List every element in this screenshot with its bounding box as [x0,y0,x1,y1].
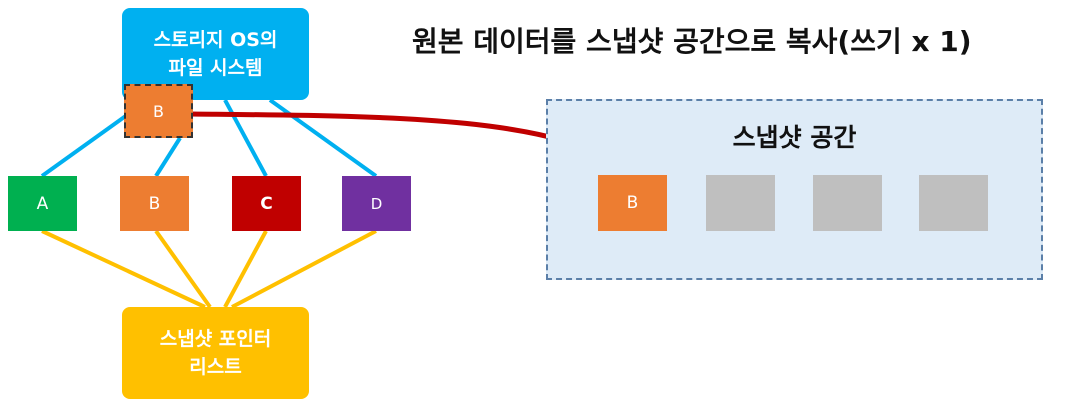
fs-link-c [223,99,268,177]
filesystem-label-line2: 파일 시스템 [168,57,263,79]
ptr-link-d [231,229,377,309]
ptr-link-c [223,230,268,308]
snapshot-slot-4 [919,175,988,231]
pointer-list-label-line1: 스냅샷 포인터 [159,328,272,350]
ptr-link-b [154,229,212,309]
snapshot-slot-2 [706,175,775,231]
snapshot-slot-1: B [598,175,667,231]
filesystem-label-line1: 스토리지 OS의 [153,29,278,51]
source-block-b: B [124,84,193,138]
block-b: B [120,176,189,231]
fs-link-d [268,98,378,178]
fs-link-b [154,136,182,178]
snapshot-slot-3 [813,175,882,231]
snapshot-space-title: 스냅샷 공간 [732,123,857,152]
pointer-list-label-line2: 리스트 [189,356,242,378]
page-heading: 원본 데이터를 스냅샷 공간으로 복사(쓰기 x 1) [412,25,972,58]
pointer-list-node: 스냅샷 포인터 리스트 [122,307,309,399]
block-a: A [8,176,77,231]
block-d: D [342,176,411,231]
ptr-link-a [41,229,206,309]
block-c: C [232,176,301,231]
